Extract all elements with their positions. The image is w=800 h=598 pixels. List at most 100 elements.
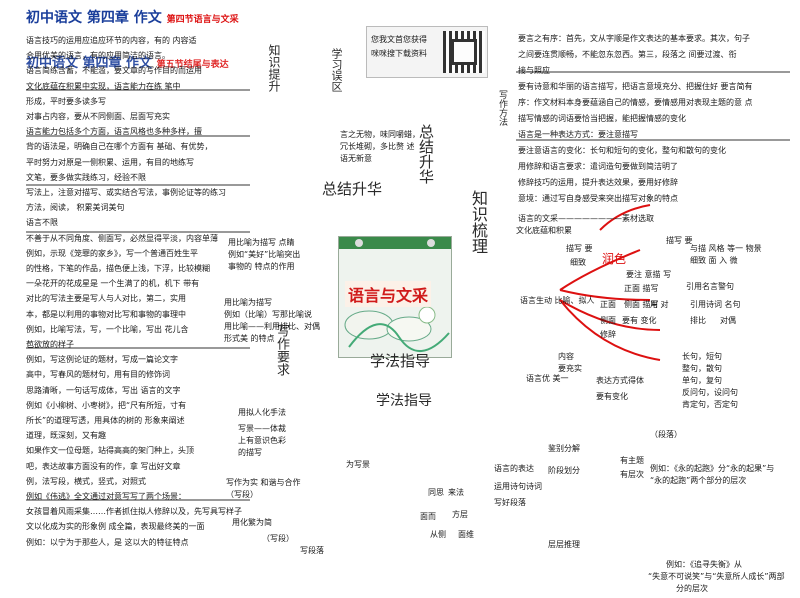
right-text-1: 之间要连贯顺畅，不能忽东忽西。第三，段落之 间要过渡、衔 <box>518 50 737 59</box>
page-title-2-section: 第五节结尾与表达 <box>156 60 229 70</box>
far-right-text-12: 长句，短句 <box>682 352 722 361</box>
far-right-text-8: 引用诗词 名句 <box>690 300 741 309</box>
left-text-5: 对事占内容，要从不同侧面、层面写充实 <box>26 112 170 121</box>
branch-summary-vertical: 总结升华 <box>417 124 435 184</box>
mid-right-text-14: 鉴别分解 <box>548 444 580 453</box>
mid-left-text-9: 形式美 的特点 <box>224 334 275 343</box>
far-right-text-4: 正面 描写 <box>624 284 659 293</box>
left-text-30: 例如《伟逃》全文通过对意写写了两个场景： <box>26 492 186 501</box>
mid-right-text-2: 描写 要 <box>566 244 593 253</box>
mid-right-text-17: 运用诗句诗词 <box>494 482 542 491</box>
page-title-main: 初中语文 第四章 作文 <box>26 10 162 26</box>
right-text-10: 意境：通过写自身感受来突出描写对象的特点 <box>518 194 678 203</box>
page-title-2-main: 初中语文 第四章 作文 <box>26 56 153 71</box>
mid-right-text-7: 侧面 <box>600 316 616 325</box>
mid-left-text-5: 事物的 特点的作用 <box>228 262 295 271</box>
mid-left-text-2: 语无新意 <box>340 154 372 163</box>
right-text-2: 接与照应 <box>518 66 550 75</box>
branch-learning-area: 学习误区 <box>330 48 343 92</box>
mid-right-text-1: 文化底蕴和积累 <box>516 226 572 235</box>
left-text-6: 语言能力包括多个方面，语言风格也多种多样，擅 <box>26 127 202 137</box>
far-right-text-11: 对偶 <box>720 316 736 325</box>
far-right-text-14: 单句，复句 <box>682 376 722 385</box>
right-text-3: 要有诗意和华丽的语言描写，把语言意境充分、把握住好 要言简有 <box>518 82 753 91</box>
branch-knowledge-map: 知识梳理 <box>469 190 488 254</box>
mid-right-text-10: 要充实 <box>558 364 582 373</box>
right-text-6: 语言是一种表达方式：要注意描写 <box>518 130 638 139</box>
far-right-text-7: 用 对 <box>650 300 669 309</box>
left-text-18: 本，都是以利用的事物对比写和事物的事理中 <box>26 309 186 319</box>
branch-summary: 总结升华 <box>322 180 383 198</box>
mid-right-text-22: 面而 <box>420 512 436 521</box>
left-text-26: 道理，既深刻，又有趣 <box>26 431 106 441</box>
left-text-11: 方法，阅读， 积累美词美句 <box>26 203 125 213</box>
left-text-31: 女孩冒着风雨采集……作者抓住拟人修辞以及，先写具写样子 <box>26 507 242 517</box>
mid-right-text-4: 润色 <box>602 252 627 266</box>
far-right-text-9: 要有 变化 <box>622 316 657 325</box>
far-right-text-1: 与描 风格 等一 物景 <box>690 244 762 253</box>
far-right-text-22: 例如：《追寻失衡》从 <box>666 560 742 569</box>
left-text-1: 合用优美的语言，有的应用简洁的语言。 <box>26 51 170 61</box>
far-right-text-3: 要注 意描 写 <box>626 270 672 279</box>
far-right-text-5: 引用名言警句 <box>686 282 734 291</box>
right-text-8: 用修辞和语言要求：遣词造句要做到简洁明了 <box>518 162 678 171</box>
mid-left-text-16: 用化繁为简 <box>232 518 272 527</box>
left-text-25: 所长”的道理写透，用具体的树的 形象来阐述 <box>26 416 185 425</box>
mid-right-text-9: 内容 <box>558 352 574 361</box>
left-text-13: 不善于从不同角度、侧面写，必然显得平淡，内容单薄 <box>26 233 218 243</box>
mid-left-text-19: 写段落 <box>300 546 324 555</box>
right-text-0: 要言之有序：首先，文从字顺是作文表达的基本要求。其次，句子 <box>518 34 750 43</box>
mid-right-text-23: 方层 <box>452 510 468 519</box>
mid-right-text-15: 阶段划分 <box>548 466 580 475</box>
center-image: 语言与文采 <box>338 236 452 358</box>
left-text-14: 例如，示现《笼罪的家乡》，写一个普通百姓生平 <box>26 248 198 258</box>
left-text-23: 思路清晰，一句话写成体，写出 语言的文字 <box>26 385 181 395</box>
left-text-29: 例，法写段，横式，竖式，对照式 <box>26 476 146 486</box>
branch-method-guide: 学法指导 <box>370 352 431 370</box>
left-text-33: 例如：以宁为于那些人，是 这以大的特征特点 <box>26 537 189 547</box>
mid-right-text-0: 语言的文采————————素材选取 <box>518 214 654 223</box>
branch-writing-method: 写作方法 <box>497 90 507 126</box>
mid-left-text-11: 写景——体裁 <box>238 424 286 433</box>
far-right-text-10: 排比 <box>690 316 706 325</box>
left-text-0: 语言技巧的运用应追应环节的内容，有的 内容适 <box>26 36 197 45</box>
left-text-7: 背的语法是，明确自己在哪个方面有 基础、有优势， <box>26 142 213 152</box>
mid-left-text-17: 为写景 <box>346 460 370 469</box>
mid-left-text-13: 的描写 <box>238 448 262 457</box>
mid-right-text-5: 语言生动 比喻、拟人 <box>520 296 595 305</box>
left-text-10: 写法上，注意对描写、或实结合写法，事例论证等的练习 <box>26 188 226 197</box>
left-text-28: 吧，表达故事方面没有的作，拿 写出好文章 <box>26 461 181 471</box>
far-right-text-2: 细致 面 入 微 <box>690 256 738 265</box>
mid-right-text-8: 修辞 <box>600 330 616 339</box>
mid-left-text-0: 言之无物，味同嚼蜡， <box>340 130 420 139</box>
left-text-19: 例如，比喻写法，写，一个比喻，写出 花儿含 <box>26 324 189 334</box>
far-right-text-6: 侧面 描写 <box>624 300 659 309</box>
qr-panel[interactable]: 您我文首您获得 咪咪搜下载资料 <box>366 26 488 78</box>
mid-left-text-8: 用比喻——利用排比、对偶 <box>224 322 320 331</box>
left-text-32: 文以化成为实的形象例 成全篇，表现最终美的一面 <box>26 522 205 532</box>
left-text-20: 苞欲放的样子 <box>26 340 74 349</box>
mid-right-text-21: 来法 <box>448 488 464 497</box>
branch-method-guide-2: 学法指导 <box>376 393 432 409</box>
far-right-text-21: “永的起跑”两个部分的层次 <box>650 476 747 485</box>
page-title: 初中语文 第四章 作文 第四节语言与文采 <box>26 10 239 28</box>
far-right-text-18: 有主题 <box>620 456 644 465</box>
center-label: 语言与文采 <box>345 281 432 307</box>
left-text-17: 对比的写法主要是写人与人对比，第二，实用 <box>26 294 186 304</box>
mid-right-text-18: 写好段落 <box>494 498 526 507</box>
mid-right-text-12: 表达方式得体 <box>596 376 644 385</box>
left-text-3: 文化底蕴在积累中实现，语言能力在练 笔中 <box>26 81 181 91</box>
mid-right-text-25: 面维 <box>458 530 474 539</box>
qr-code-icon[interactable] <box>443 31 485 73</box>
left-text-12: 语言不限 <box>26 218 58 228</box>
far-right-text-16: 肯定句，否定句 <box>682 400 738 409</box>
right-text-9: 修辞技巧的运用，提升表达效果，要用好修辞 <box>518 178 678 187</box>
mid-right-text-3: 细致 <box>570 258 586 267</box>
mid-right-text-13: 要有变化 <box>596 392 628 401</box>
mid-left-text-4: 例如“美好”比喻突出 <box>228 250 301 259</box>
left-text-4: 形成，平时要多读多写 <box>26 96 106 106</box>
mid-left-text-6: 用比喻为描写 <box>224 298 272 307</box>
page-title-section: 第四节语言与文采 <box>166 15 239 25</box>
left-text-8: 平时努力对原是一侧积累、运用，有目的地练写 <box>26 157 194 167</box>
